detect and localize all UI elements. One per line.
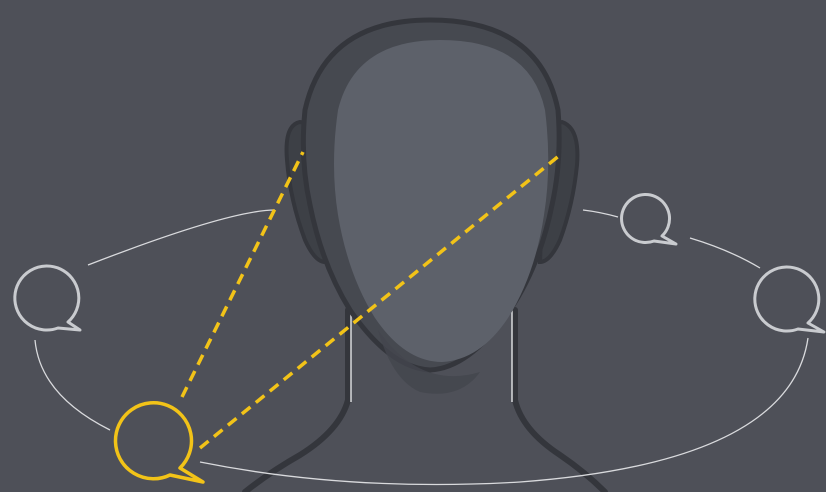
binaural-diagram [0, 0, 826, 492]
